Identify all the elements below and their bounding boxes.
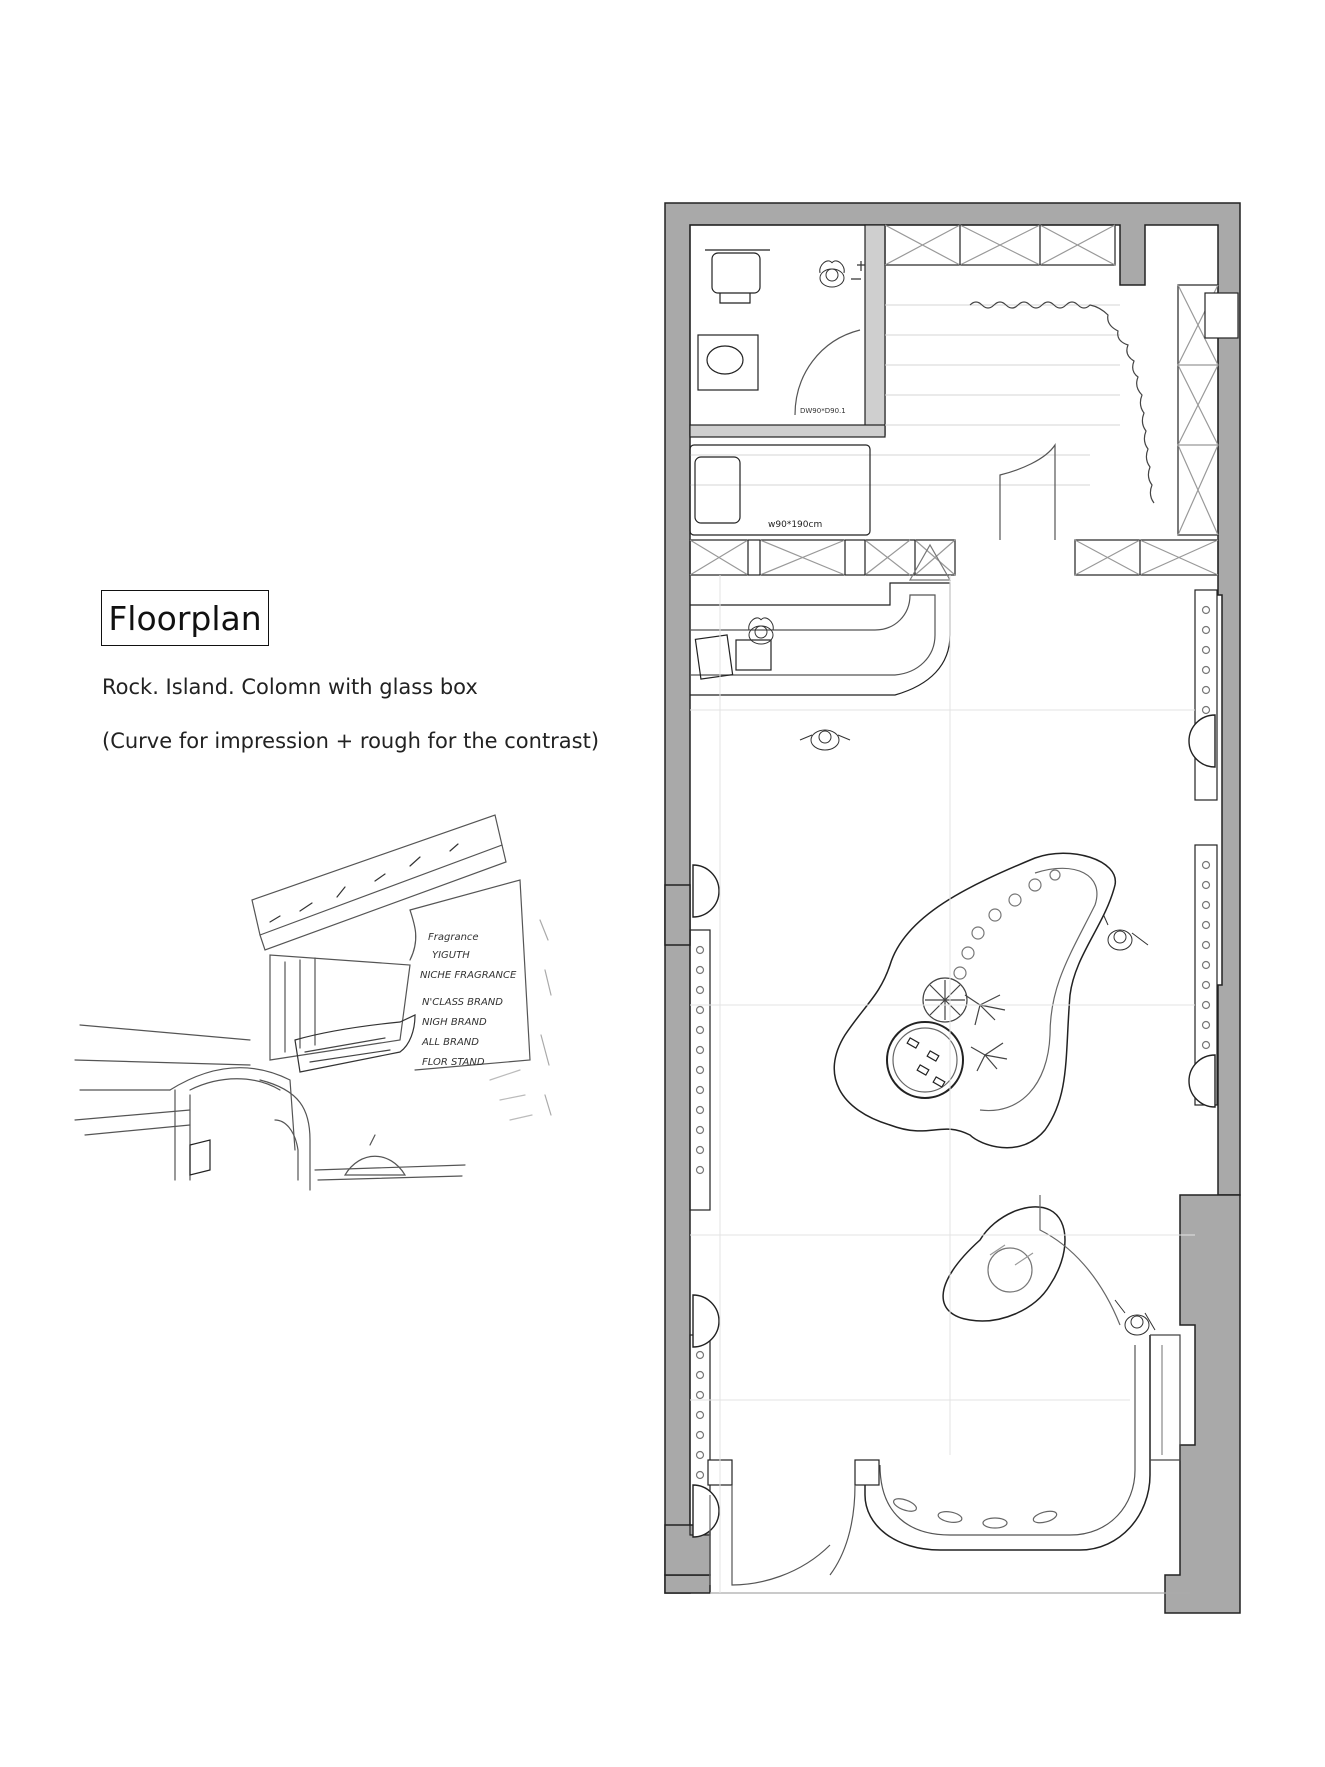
side-wardrobe	[1177, 284, 1219, 536]
rock-island	[833, 852, 1116, 1149]
caption-note: (Curve for impression + rough for the co…	[102, 729, 600, 753]
sketch-note: Fragrance	[428, 932, 479, 943]
bathroom	[689, 224, 886, 436]
partition-cabinets	[689, 539, 956, 576]
person-icon	[748, 617, 774, 645]
glass-box	[886, 1021, 964, 1099]
wardrobe	[884, 224, 1116, 266]
sketch-note: ALL BRAND	[421, 1037, 479, 1048]
sketch-dome	[343, 1155, 407, 1176]
sketch-arch	[169, 1067, 296, 1181]
person-icon	[1114, 1299, 1156, 1336]
sketch-note: NICHE FRAGRANCE	[420, 970, 517, 981]
plant-icon	[922, 977, 1008, 1072]
sketch-note: N'CLASS BRAND	[422, 997, 503, 1008]
bed-size-label: w90*190cm	[768, 520, 822, 530]
toilet-icon	[711, 252, 761, 294]
sketch-note: NIGH BRAND	[422, 1017, 487, 1028]
perspective-sketch: Fragrance YIGUTH NICHE FRAGRANCE N'CLASS…	[74, 814, 552, 1191]
person-icon	[799, 729, 851, 751]
left-shelf	[689, 929, 711, 1211]
entrance-post	[854, 1459, 880, 1486]
sketch-canopy	[251, 814, 503, 936]
right-shelf	[1194, 589, 1218, 801]
display-island	[942, 1206, 1066, 1322]
kitchen-counter	[690, 582, 951, 696]
person-icon	[819, 260, 845, 288]
sketch-note: YIGUTH	[432, 950, 470, 961]
bedroom-door	[999, 443, 1056, 540]
bed	[689, 444, 871, 536]
entrance-door	[731, 1485, 831, 1586]
sink-icon	[697, 334, 759, 391]
kitchen-sink	[735, 639, 772, 671]
shower-label: DW90*D90.1	[800, 407, 846, 415]
counter-curve	[864, 1335, 1151, 1551]
exterior-walls	[664, 202, 1241, 1614]
sketch-niche	[269, 954, 411, 1061]
curtain	[969, 301, 1155, 504]
column	[692, 714, 1216, 1538]
shelf-items	[695, 945, 705, 1175]
person-icon	[1099, 906, 1149, 951]
floor-plan: DW90*D90.1 w90*190cm	[664, 202, 1241, 1614]
page-title: Floorplan	[101, 590, 269, 646]
caption-concept: Rock. Island. Colomn with glass box	[102, 675, 478, 699]
sketch-wall	[409, 879, 531, 1071]
sketch-note: FLOR STAND	[422, 1057, 485, 1068]
